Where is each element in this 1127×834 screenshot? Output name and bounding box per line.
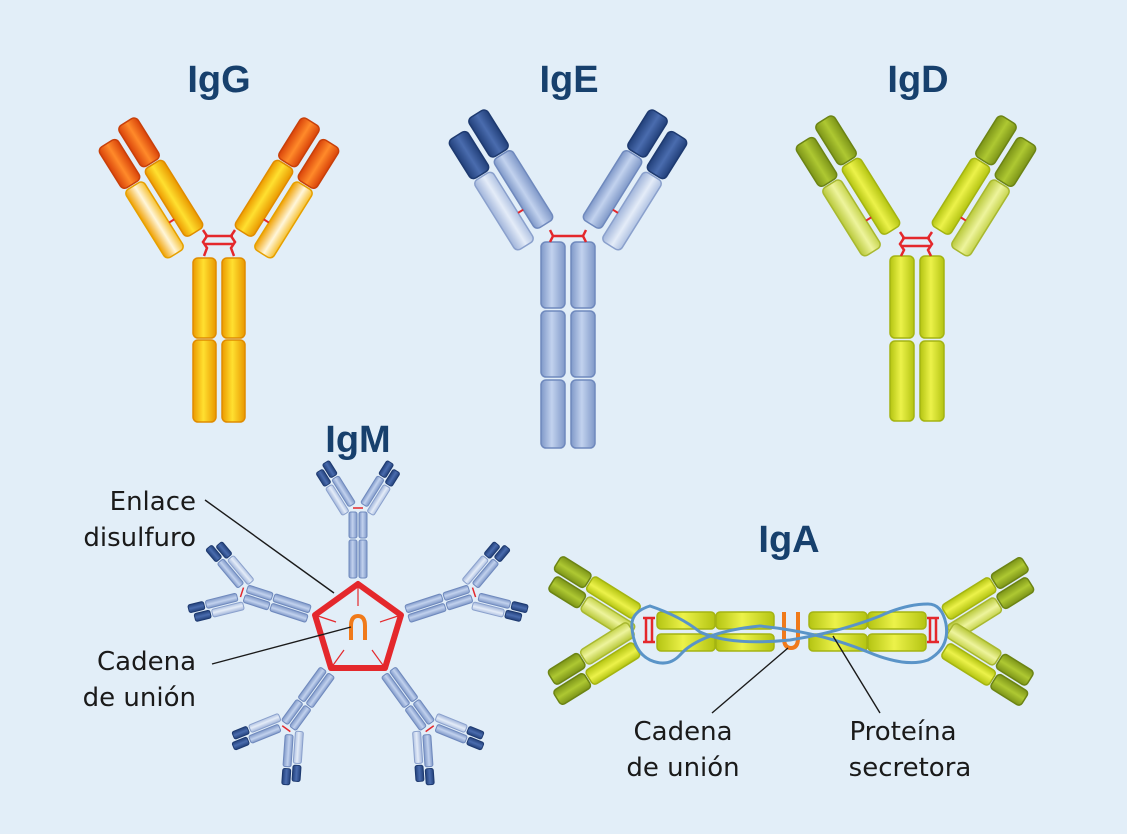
igg-right-light-cl — [254, 181, 313, 259]
igd-antibody — [795, 115, 1037, 422]
ige-heavy-right-c3 — [570, 310, 596, 378]
ige-antibody — [448, 109, 688, 449]
igm-j-chain — [349, 613, 367, 640]
igg-left-heavy-ch1 — [144, 159, 204, 237]
ige-heavy-left-c4 — [540, 379, 566, 449]
igg-left-light-vl — [98, 138, 141, 189]
disulfide-leader — [204, 499, 335, 594]
label-disulfide-2: disulfuro — [83, 523, 196, 553]
igg-hinge-disulfide — [201, 229, 237, 257]
label-igm-jchain-1: Cadena — [97, 647, 196, 677]
igg-left-light-cl — [125, 181, 184, 259]
igg-heavy-chain-left-ch2 — [192, 257, 217, 339]
igm-pentamer — [182, 460, 534, 795]
secretory-leader — [832, 635, 881, 714]
label-iga-jchain-2: de unión — [626, 753, 739, 783]
igg-heavy-chain-right-ch3 — [221, 339, 246, 423]
igg-right-heavy-vh — [278, 117, 320, 168]
title-igg: IgG — [187, 59, 250, 101]
ige-heavy-right-c4 — [570, 379, 596, 449]
igg-heavy-chain-left-ch3 — [192, 339, 217, 423]
igg-heavy-chain-right-ch2 — [221, 257, 246, 339]
title-igm: IgM — [325, 419, 390, 461]
igg-antibody — [98, 117, 340, 423]
igd-heavy-left-ch3 — [889, 340, 915, 422]
title-ige: IgE — [539, 59, 598, 101]
igg-left-heavy-vh — [118, 117, 160, 168]
igd-heavy-left-ch2 — [889, 255, 915, 339]
ige-hinge-disulfide — [548, 229, 588, 243]
ige-heavy-right-c2 — [570, 241, 596, 309]
igm-disulfide-pentagon — [312, 581, 404, 671]
leader-lines — [204, 499, 881, 714]
igd-heavy-right-ch3 — [919, 340, 945, 422]
label-igm-jchain-2: de unión — [83, 683, 196, 713]
title-iga: IgA — [758, 519, 819, 561]
label-disulfide-1: Enlace — [110, 487, 196, 517]
label-secretory-2: secretora — [849, 753, 972, 783]
igd-heavy-right-ch2 — [919, 255, 945, 339]
title-igd: IgD — [887, 59, 948, 101]
igg-right-light-vl — [297, 138, 340, 189]
ige-heavy-left-c3 — [540, 310, 566, 378]
iga-dimer — [547, 556, 1035, 706]
igm-jchain-leader — [211, 626, 352, 665]
ige-heavy-left-c2 — [540, 241, 566, 309]
igg-right-heavy-ch1 — [234, 159, 294, 237]
label-secretory-1: Proteína — [849, 717, 956, 747]
igd-hinge-disulfide — [898, 231, 934, 257]
iga-jchain-leader — [711, 647, 789, 714]
label-iga-jchain-1: Cadena — [634, 717, 733, 747]
iga-secretory-component — [630, 602, 949, 665]
